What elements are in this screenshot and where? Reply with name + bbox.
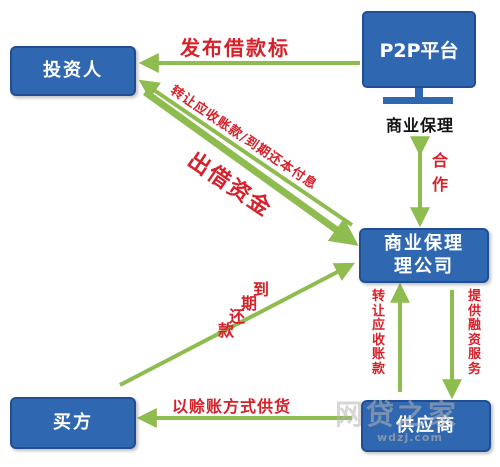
- p2p-caption: 商业保理: [385, 116, 454, 135]
- label-financing-service: 提 供 融 资 服 务: [468, 289, 482, 377]
- buyer-node: 买方: [10, 397, 136, 449]
- label-credit-sale: 以赊账方式供货: [172, 397, 292, 416]
- monitor-screen: [362, 11, 476, 88]
- supplier-label: 供应商: [396, 414, 456, 436]
- p2p-platform-label: P2P平台: [379, 40, 459, 62]
- buyer-label: 买方: [53, 411, 93, 433]
- arrow-lend-funds: [142, 89, 359, 246]
- label-transfer-receivables-vertical: 转 让 应 收 账 款: [372, 289, 386, 377]
- investor-node: 投资人: [10, 46, 136, 96]
- factor-label-line2: 理公司: [394, 255, 454, 277]
- factor-label-line1: 商业保理: [384, 233, 464, 254]
- label-publish-loan: 发布借款标: [180, 36, 290, 60]
- factoring-company-node: 商业保理 理公司: [359, 228, 489, 283]
- p2p-platform-node: [362, 11, 476, 104]
- label-cooperation: 合 作: [432, 151, 449, 194]
- monitor-stand: [415, 88, 423, 98]
- monitor-base: [383, 97, 453, 104]
- arrow-transfer-receivables: [138, 79, 354, 227]
- arrow-repay-due: [119, 262, 355, 387]
- p2p-platform-label-box: P2P平台: [363, 12, 475, 87]
- investor-label: 投资人: [43, 59, 103, 81]
- supplier-node: 供应商: [361, 400, 491, 452]
